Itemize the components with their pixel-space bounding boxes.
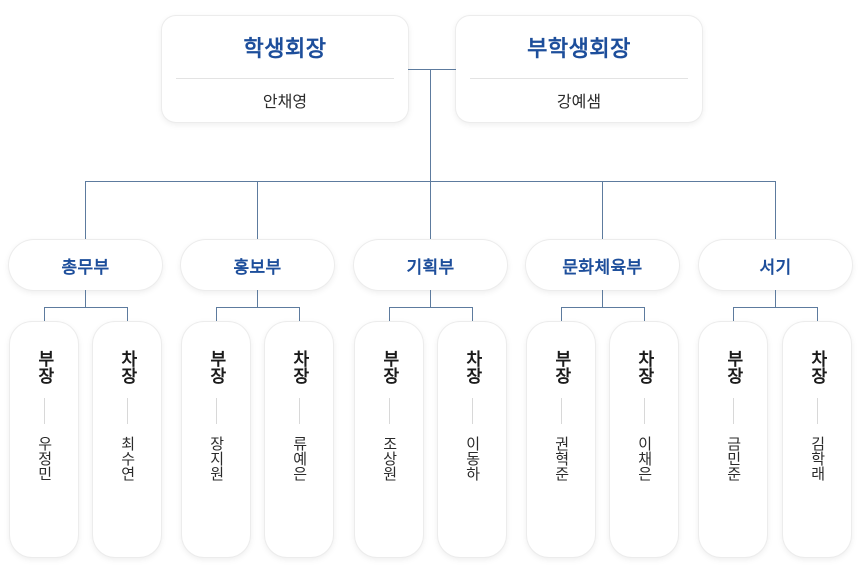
connector-exec-trunk [430,69,431,181]
connector-dept2-drop-left [216,307,217,323]
member-name: 조상원 [380,436,398,481]
connector-exec-horizontal [408,69,456,70]
connector-drop-dept-1 [85,181,86,240]
card-divider [643,398,645,424]
member-name: 최수연 [118,436,136,481]
connector-dept4-drop-left [561,307,562,323]
card-divider [176,78,394,79]
connector-dept5-bus [733,307,817,308]
connector-drop-dept-4 [602,181,603,240]
member-role: 부장 [379,350,399,384]
member-card-2-1[interactable]: 부장 장지원 [182,322,250,557]
card-divider [215,398,217,424]
member-card-4-2[interactable]: 차장 이채은 [610,322,678,557]
dept-title: 홍보부 [233,257,282,277]
connector-dept3-bus [389,307,472,308]
member-card-1-2[interactable]: 차장 최수연 [93,322,161,557]
card-divider [126,398,128,424]
connector-dept4-stem [602,290,603,307]
card-divider [470,78,688,79]
dept-card-4[interactable]: 문화체육부 [526,240,679,290]
member-role: 차장 [289,350,309,384]
connector-drop-dept-2 [257,181,258,240]
connector-dept4-drop-right [644,307,645,323]
connector-dept1-drop-right [127,307,128,323]
member-card-2-2[interactable]: 차장 류예은 [265,322,333,557]
member-role: 차장 [634,350,654,384]
card-divider [388,398,390,424]
member-card-5-2[interactable]: 차장 김학래 [783,322,851,557]
member-role: 부장 [206,350,226,384]
member-role: 부장 [551,350,571,384]
member-card-3-2[interactable]: 차장 이동하 [438,322,506,557]
exec-title: 학생회장 [243,36,327,61]
exec-card-president[interactable]: 학생회장 안채영 [162,16,408,122]
member-name: 이동하 [463,436,481,481]
member-name: 류예은 [290,436,308,481]
card-divider [471,398,473,424]
member-name: 장지원 [207,436,225,481]
connector-drop-dept-3 [430,181,431,240]
connector-dept5-drop-left [733,307,734,323]
member-name: 권혁준 [552,436,570,481]
member-role: 차장 [807,350,827,384]
member-name: 우정민 [35,436,53,481]
connector-dept2-stem [257,290,258,307]
connector-dept5-drop-right [817,307,818,323]
connector-dept1-bus [44,307,127,308]
connector-drop-dept-5 [775,181,776,240]
connector-dept4-bus [561,307,644,308]
connector-dept1-drop-left [44,307,45,323]
connector-dept5-stem [775,290,776,307]
card-divider [732,398,734,424]
member-role: 차장 [117,350,137,384]
exec-name: 안채영 [262,94,308,111]
member-card-4-1[interactable]: 부장 권혁준 [527,322,595,557]
dept-card-3[interactable]: 기획부 [354,240,507,290]
member-role: 차장 [462,350,482,384]
exec-card-vice-president[interactable]: 부학생회장 강예샘 [456,16,702,122]
dept-card-1[interactable]: 총무부 [9,240,162,290]
member-card-5-1[interactable]: 부장 금민준 [699,322,767,557]
dept-title: 서기 [759,257,792,277]
member-role: 부장 [34,350,54,384]
member-card-3-1[interactable]: 부장 조상원 [355,322,423,557]
connector-dept3-stem [430,290,431,307]
dept-card-5[interactable]: 서기 [699,240,852,290]
member-name: 금민준 [724,436,742,481]
dept-title: 기획부 [406,257,455,277]
card-divider [43,398,45,424]
member-name: 김학래 [808,436,826,481]
connector-dept1-stem [85,290,86,307]
exec-name: 강예샘 [556,94,602,111]
card-divider [560,398,562,424]
card-divider [816,398,818,424]
member-name: 이채은 [635,436,653,481]
connector-dept2-drop-right [299,307,300,323]
card-divider [298,398,300,424]
connector-dept2-bus [216,307,299,308]
member-card-1-1[interactable]: 부장 우정민 [10,322,78,557]
member-role: 부장 [723,350,743,384]
exec-title: 부학생회장 [527,36,631,61]
connector-dept3-drop-right [472,307,473,323]
connector-dept3-drop-left [389,307,390,323]
dept-title: 총무부 [61,257,110,277]
dept-title: 문화체육부 [562,257,643,277]
dept-card-2[interactable]: 홍보부 [181,240,334,290]
